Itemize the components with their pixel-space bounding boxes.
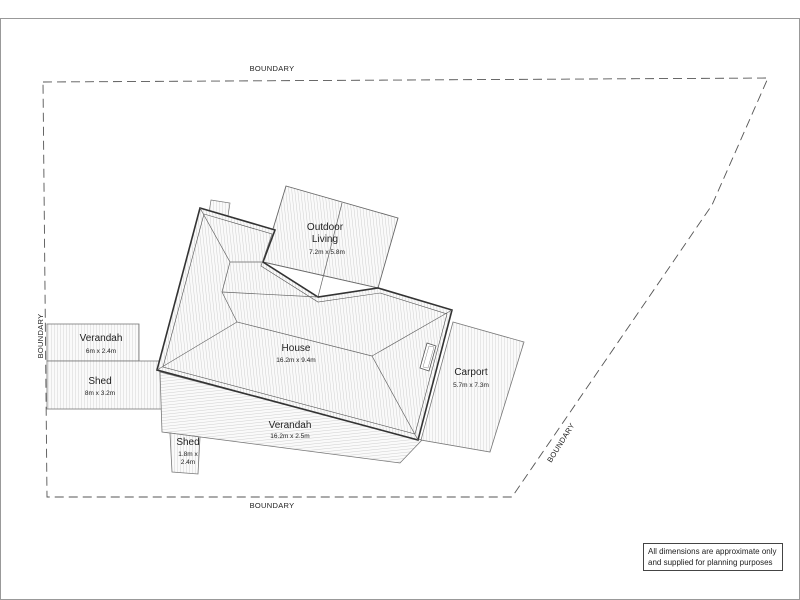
house-hip-3 (156, 321, 238, 371)
verandah-small (46, 323, 140, 362)
outdoor-living-name-2: Living (312, 234, 338, 245)
carport-size: 5.7m x 7.3m (453, 382, 489, 389)
house-hip-5 (371, 309, 453, 357)
verandah-small-name: Verandah (80, 333, 123, 344)
outdoor-living-name-1: Outdoor (307, 222, 344, 233)
outdoor-living-size: 7.2m x 5.8m (309, 249, 345, 256)
verandah-main-size: 16.2m x 2.5m (270, 433, 309, 440)
house-hip-4 (221, 291, 319, 298)
property-boundary (42, 77, 769, 498)
house-name: House (282, 343, 311, 354)
boundary-label-left: BOUNDARY (36, 314, 45, 359)
disclaimer-line-1: All dimensions are approximate only (648, 547, 777, 556)
carport (420, 321, 525, 453)
boundary-label-top: BOUNDARY (250, 64, 295, 73)
house-hip-1 (199, 207, 231, 263)
disclaimer-box: All dimensions are approximate only and … (643, 543, 783, 571)
house-roof (156, 207, 453, 441)
boundary-label-right: BOUNDARY (545, 421, 576, 464)
shed-large-size: 8m x 3.2m (85, 390, 115, 397)
house-size: 16.2m x 9.4m (276, 357, 315, 364)
skylight-inner (422, 345, 435, 369)
shed-large-name: Shed (88, 376, 111, 387)
outdoor-living-ridge (317, 202, 343, 298)
disclaimer-line-2: and supplied for planning purposes (648, 558, 773, 567)
house-hip-6 (371, 355, 419, 441)
house-roof-inner-edge (162, 213, 448, 435)
carport-name: Carport (454, 367, 488, 378)
shed-small-size-1: 1.8m x (178, 451, 198, 458)
boundary-label-bottom: BOUNDARY (250, 501, 295, 510)
verandah-main-name: Verandah (269, 420, 312, 431)
shed-small (169, 432, 201, 475)
shed-small-name: Shed (176, 437, 199, 448)
house-ridge (221, 261, 373, 357)
shed-small-size-2: 2.4m (181, 459, 195, 466)
verandah-small-size: 6m x 2.4m (86, 348, 116, 355)
